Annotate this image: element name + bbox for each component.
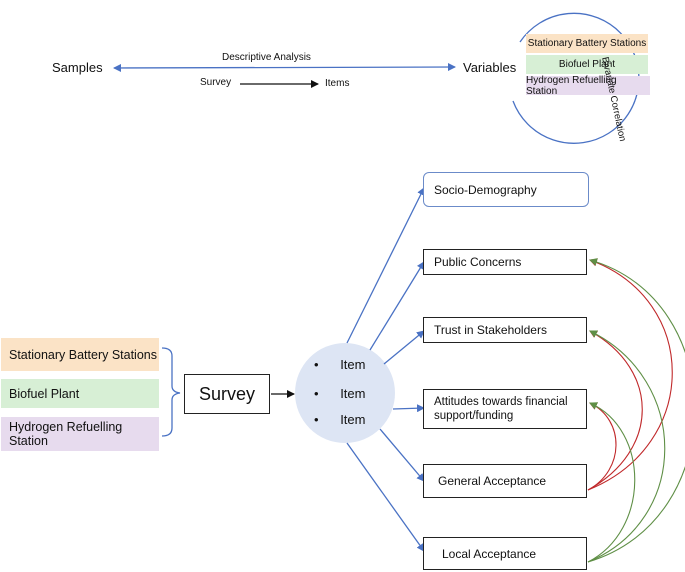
arrow-to-socio-demography xyxy=(346,187,425,344)
arrow-to-public-concerns xyxy=(369,261,425,351)
arc-local-to-attitudes xyxy=(587,402,636,563)
survey-box: Survey xyxy=(184,374,270,414)
arc-general-to-attitudes xyxy=(587,402,617,491)
arc-general-to-public xyxy=(587,258,673,491)
item-row-3: • Item xyxy=(314,412,365,427)
survey-small-label: Survey xyxy=(200,77,232,88)
outcome-general-acceptance: General Acceptance xyxy=(423,464,587,498)
item-label: Item xyxy=(340,357,366,372)
item-label: Item xyxy=(340,412,366,427)
technologies-bracket xyxy=(161,347,181,437)
outcome-attitudes: Attitudes towards financial support/fund… xyxy=(423,389,587,429)
arrow-to-trust xyxy=(383,330,425,365)
arc-local-to-trust xyxy=(587,330,666,563)
variable-tag-battery: Stationary Battery Stations xyxy=(526,34,648,53)
arrow-to-local-acceptance xyxy=(346,442,425,552)
arc-local-to-public xyxy=(587,258,685,563)
arrow-to-attitudes xyxy=(392,404,425,413)
items-circle xyxy=(295,343,395,443)
outcome-public-concerns: Public Concerns xyxy=(423,249,587,275)
item-label: Item xyxy=(340,386,366,401)
tech-biofuel: Biofuel Plant xyxy=(1,379,159,408)
descriptive-analysis-arrow xyxy=(113,63,456,72)
item-bullet: • xyxy=(314,412,319,427)
item-bullet: • xyxy=(314,386,319,401)
variables-label: Variables xyxy=(463,60,517,75)
outcome-socio-demography: Socio-Demography xyxy=(423,172,589,207)
outcome-trust: Trust in Stakeholders xyxy=(423,317,587,343)
tech-battery: Stationary Battery Stations xyxy=(1,338,159,371)
survey-box-label: Survey xyxy=(198,383,256,404)
arc-general-to-trust xyxy=(587,330,643,491)
item-bullet: • xyxy=(314,357,319,372)
variable-tag-biofuel: Biofuel Plant xyxy=(526,55,648,74)
item-row-1: • Item xyxy=(314,357,365,372)
descriptive-analysis-label: Descriptive Analysis xyxy=(222,52,311,63)
arrow-to-general-acceptance xyxy=(379,428,425,482)
outcome-local-acceptance: Local Acceptance xyxy=(423,537,587,570)
samples-label: Samples xyxy=(52,60,103,75)
items-small-label: Items xyxy=(325,78,350,89)
tech-hydrogen: Hydrogen Refuelling Station xyxy=(1,417,159,451)
item-row-2: • Item xyxy=(314,386,365,401)
variable-tag-hydrogen: Hydrogen Refuelling Station xyxy=(526,75,650,97)
